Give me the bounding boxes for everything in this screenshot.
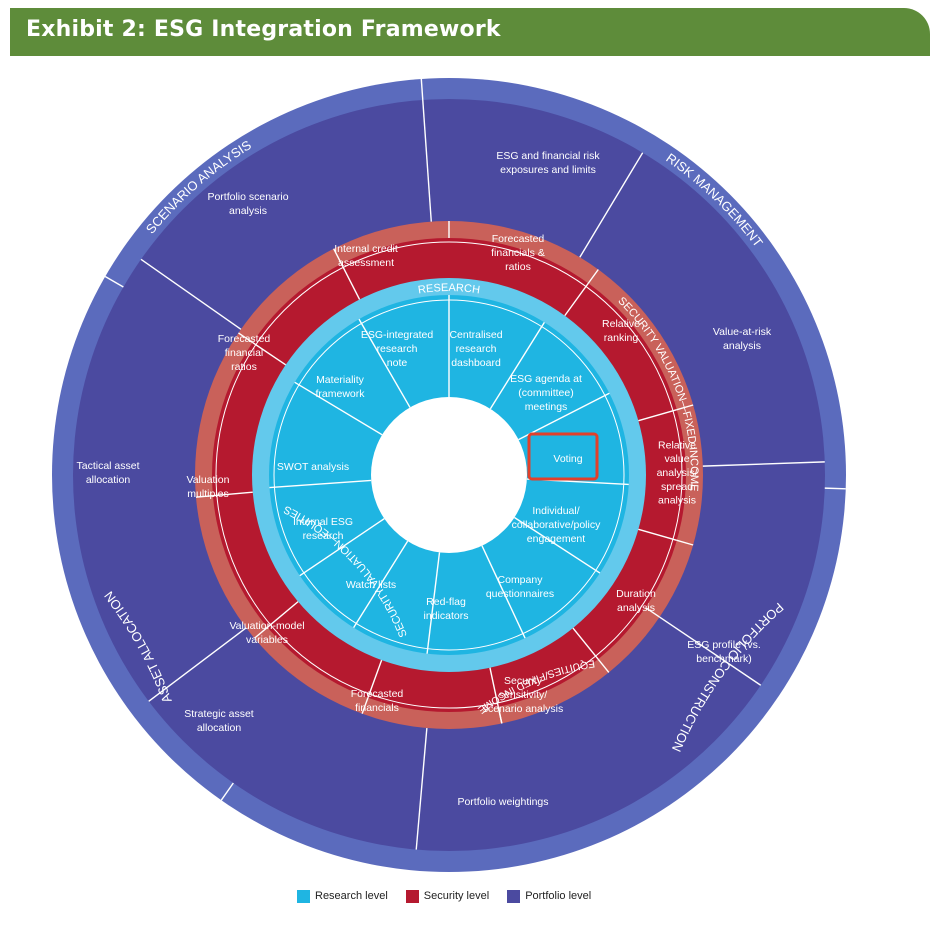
research-divider-8 xyxy=(299,518,385,577)
security-band-divider-6 xyxy=(361,697,369,714)
portfolio-divider-5 xyxy=(148,627,247,702)
security-divider-6 xyxy=(266,601,299,628)
research-divider-7 xyxy=(353,540,409,629)
security-divider-7 xyxy=(212,491,253,497)
portfolio-band-divider-1 xyxy=(824,487,846,490)
exhibit-header: Exhibit 2: ESG Integration Framework xyxy=(10,8,930,56)
security-band-divider-7 xyxy=(253,626,268,639)
research-segment-label-9: SWOT analysis xyxy=(277,461,349,473)
security-band-divider-8 xyxy=(195,494,213,498)
security-band-divider-10 xyxy=(333,248,343,265)
legend-item-portfolio: Portfolio level xyxy=(507,889,592,903)
research-divider-11 xyxy=(358,318,411,408)
research-level-swatch xyxy=(297,889,310,903)
portfolio-divider-2 xyxy=(702,461,825,467)
research-segment-label-7: Watch lists xyxy=(346,579,396,591)
portfolio-band-divider-0 xyxy=(420,78,424,100)
portfolio-band-divider-2 xyxy=(220,782,234,801)
legend-label-security: Security level xyxy=(423,890,490,902)
research-divider-2 xyxy=(518,392,610,441)
portfolio-divider-1 xyxy=(579,152,644,258)
security-divider-0 xyxy=(564,282,589,317)
security-band-divider-4 xyxy=(597,658,610,673)
research-divider-6 xyxy=(426,552,441,654)
research-segment-label-2: ESG agenda at(committee)meetings xyxy=(510,373,582,413)
security-band-divider-1 xyxy=(587,269,599,284)
portfolio-divider-4 xyxy=(415,727,428,850)
security-divider-8 xyxy=(252,341,287,366)
portfolio-divider-0 xyxy=(422,99,432,222)
portfolio-divider-6 xyxy=(140,258,242,330)
center-label-esg: ESG xyxy=(438,456,460,468)
security-band-divider-9 xyxy=(238,332,253,344)
exhibit-title: Exhibit 2: ESG Integration Framework xyxy=(26,17,501,42)
research-segment-label-3: Voting xyxy=(553,453,582,465)
research-divider-1 xyxy=(489,321,545,410)
voting-highlight-box xyxy=(527,432,599,481)
security-divider-1 xyxy=(638,409,678,422)
security-divider-9 xyxy=(340,263,361,300)
legend-item-security: Security level xyxy=(405,889,490,903)
security-inner-outline xyxy=(215,241,683,709)
portfolio-band-divider-3 xyxy=(104,275,124,288)
security-divider-5 xyxy=(367,659,383,698)
security-level-swatch xyxy=(405,889,419,903)
security-band-divider-3 xyxy=(676,539,694,546)
legend: Research level Security level Portfolio … xyxy=(297,886,591,906)
research-divider-4 xyxy=(514,516,601,574)
portfolio-segment-label-2: ESG profile (vs.benchmark) xyxy=(687,639,761,665)
center-label-integration: INTEGRATION xyxy=(414,474,485,486)
security-divider-2 xyxy=(638,528,678,541)
legend-label-portfolio: Portfolio level xyxy=(525,890,592,902)
research-divider-5 xyxy=(481,545,526,639)
portfolio-level-swatch xyxy=(507,889,521,903)
security-category-break-1 xyxy=(497,706,503,724)
legend-label-research: Research level xyxy=(315,890,388,902)
research-divider-10 xyxy=(294,381,383,436)
portfolio-divider-3 xyxy=(659,616,762,686)
security-category-break-0 xyxy=(645,606,660,618)
portfolio-segment-label-3: Portfolio weightings xyxy=(457,796,548,808)
legend-item-research: Research level xyxy=(297,889,388,903)
security-divider-3 xyxy=(572,627,599,660)
center-circle xyxy=(371,397,527,553)
security-band-divider-2 xyxy=(676,404,694,411)
security-divider-4 xyxy=(489,667,499,707)
research-divider-9 xyxy=(269,479,372,489)
